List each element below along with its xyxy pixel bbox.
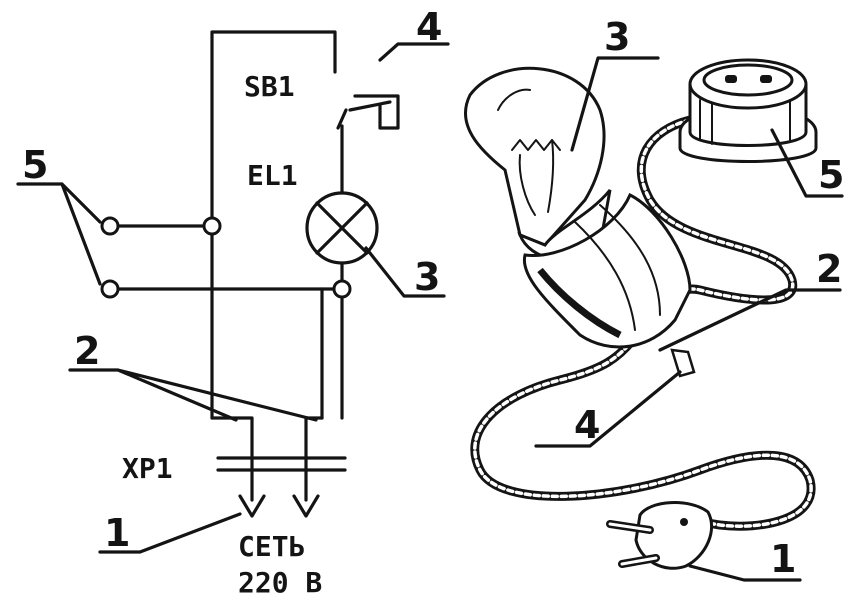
- schematic: SB1 EL1 XP1 СЕТЬ 220 В 4 5 3 2 1: [16, 5, 450, 599]
- illustration: 3 5 2 4 1: [464, 15, 844, 582]
- voltage-label: 220 В: [238, 566, 322, 599]
- socket-5-icon: [678, 58, 818, 163]
- lamp-bulb-icon: [464, 66, 696, 378]
- socket-terminal-bottom: [100, 279, 120, 299]
- callout-sockets: 5: [22, 143, 48, 187]
- callout-cord-illustration: 2: [816, 247, 842, 291]
- socket-terminal-top: [100, 216, 120, 236]
- callout-switch-illustration: 4: [574, 403, 600, 447]
- callout-lamp: 3: [414, 255, 440, 299]
- plug-ref-label: XP1: [122, 452, 173, 485]
- callout-socket-illustration: 5: [818, 153, 844, 197]
- schematic-leaders: [16, 42, 450, 554]
- cord-icon: [470, 115, 816, 531]
- callout-switch: 4: [416, 5, 442, 49]
- callout-lamp-illustration: 3: [604, 15, 630, 59]
- illustration-leaders: [534, 56, 844, 582]
- callout-plug: 1: [104, 511, 130, 555]
- callout-wires: 2: [74, 329, 100, 373]
- mains-label: СЕТЬ: [238, 530, 305, 563]
- lamp-ref-label: EL1: [247, 159, 298, 192]
- junction-node-right: [332, 279, 352, 299]
- callout-plug-illustration: 1: [770, 537, 796, 581]
- switch-ref-label: SB1: [244, 70, 295, 103]
- junction-node-left: [202, 216, 222, 236]
- plug-contacts-icon: [216, 456, 347, 518]
- plug-1-icon: [606, 501, 714, 570]
- lamp-symbol-icon: [305, 191, 379, 265]
